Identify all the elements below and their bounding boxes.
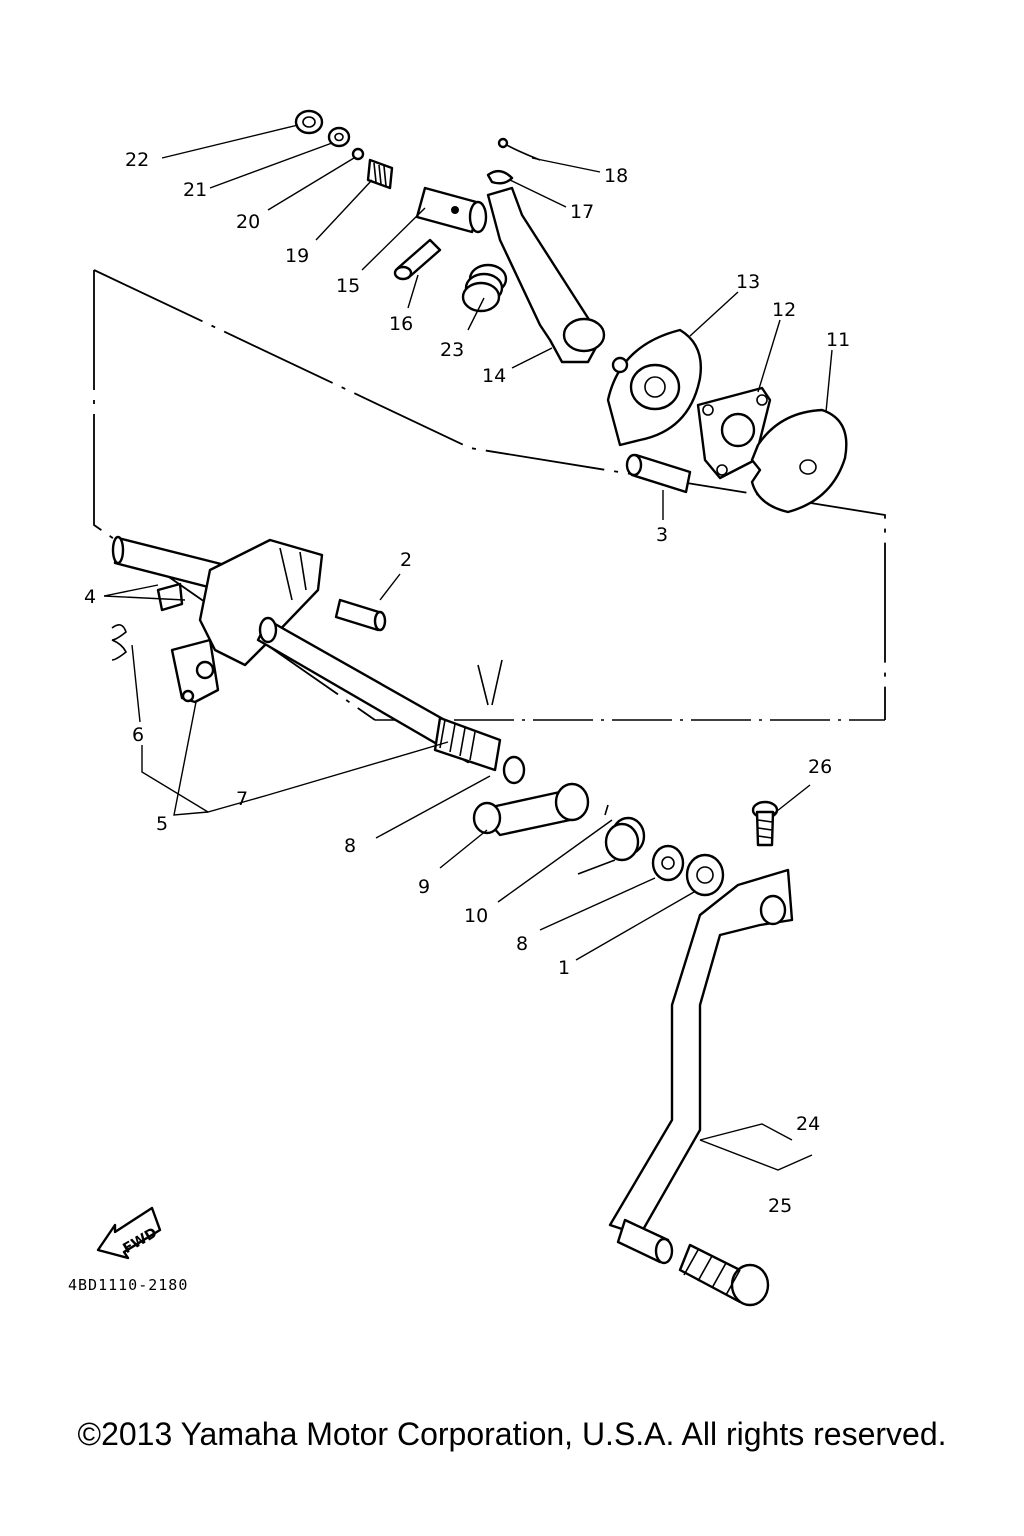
- label-24: 24: [796, 1113, 820, 1135]
- label-4: 4: [84, 586, 96, 608]
- label-8-shaft: 8: [344, 835, 356, 857]
- label-8-washer: 8: [516, 933, 528, 955]
- shift-pedal-24: [608, 868, 794, 1265]
- label-14: 14: [482, 365, 506, 387]
- part-number-labels: 22 21 20 19 15 16 23 14 17 18 13 12 11 3…: [84, 149, 850, 1217]
- fwd-arrow-icon: FWD: [96, 1206, 162, 1260]
- label-16: 16: [389, 313, 413, 335]
- label-13: 13: [736, 271, 760, 293]
- ring-20: [351, 147, 365, 161]
- arm-9: [472, 782, 590, 837]
- label-11: 11: [826, 329, 850, 351]
- bolt-26: [751, 800, 779, 847]
- nut-22: [294, 109, 324, 135]
- rubber-25: [678, 1243, 770, 1307]
- label-22: 22: [125, 149, 149, 171]
- label-12: 12: [772, 299, 796, 321]
- label-9: 9: [418, 876, 430, 898]
- drawing-code: 4BD1110-2180: [68, 1276, 188, 1294]
- label-23: 23: [440, 339, 464, 361]
- label-15: 15: [336, 275, 360, 297]
- pin-16: [393, 238, 442, 281]
- label-7: 7: [236, 788, 248, 810]
- shift-shaft-7: [256, 616, 526, 785]
- label-5: 5: [156, 813, 168, 835]
- label-19: 19: [285, 245, 309, 267]
- clip-17: [486, 170, 514, 185]
- label-20: 20: [236, 211, 260, 233]
- sleeve-15: [415, 186, 488, 234]
- bolt-3: [625, 453, 692, 494]
- spring-10: [577, 804, 646, 875]
- washer-8: [651, 844, 685, 882]
- label-17: 17: [570, 201, 594, 223]
- cotter-pin-18: [497, 137, 541, 161]
- bolt-19: [366, 158, 394, 190]
- label-2: 2: [400, 549, 412, 571]
- label-3: 3: [656, 524, 668, 546]
- spring-23: [461, 263, 508, 313]
- label-1: 1: [558, 957, 570, 979]
- label-18: 18: [604, 165, 628, 187]
- pin-2: [334, 598, 387, 632]
- spring-6: [111, 624, 128, 661]
- label-26: 26: [808, 756, 832, 778]
- label-21: 21: [183, 179, 207, 201]
- lever-5: [170, 638, 220, 704]
- disc-11: [750, 408, 848, 514]
- label-25: 25: [768, 1195, 792, 1217]
- seal-1: [685, 853, 725, 897]
- washer-21: [327, 126, 351, 148]
- arm-14: [486, 186, 606, 364]
- leader-lines: [103, 124, 833, 1171]
- cover-13: [606, 328, 702, 447]
- label-10: 10: [464, 905, 488, 927]
- copyright-notice: ©2013 Yamaha Motor Corporation, U.S.A. A…: [77, 1416, 947, 1452]
- label-6: 6: [132, 724, 144, 746]
